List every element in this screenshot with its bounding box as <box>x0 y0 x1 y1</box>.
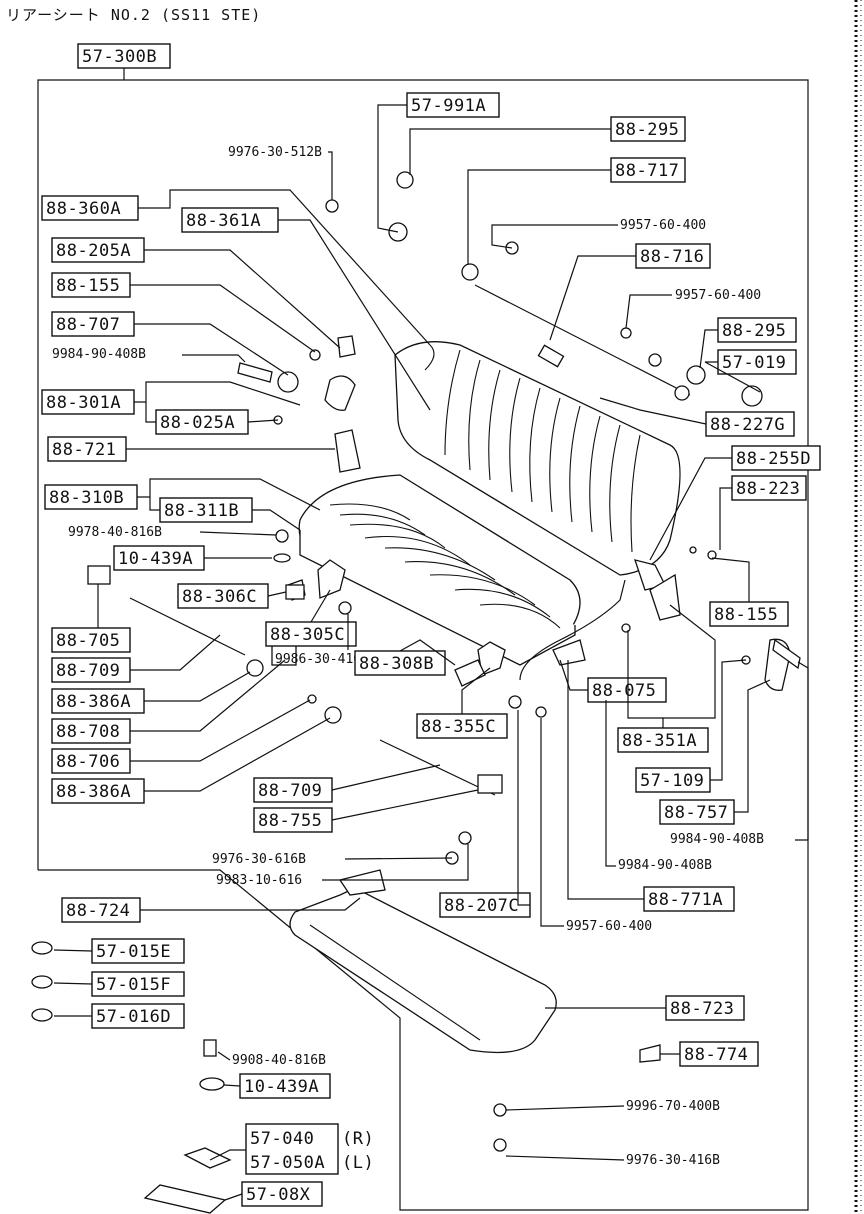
label-suffix-r: (R) <box>342 1129 374 1149</box>
label-57-015E: 57-015E <box>96 942 171 962</box>
label-88-723: 88-723 <box>670 999 734 1019</box>
main-part-number: 57-300B <box>82 47 157 67</box>
label-88-025A: 88-025A <box>160 413 235 433</box>
label-88-351A: 88-351A <box>622 731 697 751</box>
label-88-708: 88-708 <box>56 722 120 742</box>
page-edge-perforation <box>854 0 862 1214</box>
label-9957-60-400-c: 9957-60-400 <box>566 919 652 934</box>
label-9984-90-408B-a: 9984-90-408B <box>52 347 146 362</box>
label-9986-30-410B: 9986-30-410B <box>275 652 369 667</box>
label-57-040: 57-040 <box>250 1129 314 1149</box>
main-assembly-frame: 57-300B <box>37 43 809 1211</box>
label-88-207C: 88-207C <box>444 896 519 916</box>
label-88-205A: 88-205A <box>56 241 131 261</box>
label-88-774: 88-774 <box>684 1045 748 1065</box>
label-88-295-top: 88-295 <box>615 120 679 140</box>
callout-labels: 57-991A 88-295 9976-30-512B 88-717 88-36… <box>41 92 821 1207</box>
label-9976-30-512B: 9976-30-512B <box>228 145 322 160</box>
label-10-439A-lower: 10-439A <box>244 1077 319 1097</box>
label-88-255D: 88-255D <box>736 449 811 469</box>
seat-cushion <box>298 474 581 666</box>
seat-back-cushion <box>394 341 681 576</box>
label-88-755: 88-755 <box>258 811 322 831</box>
label-9984-90-408B-b: 9984-90-408B <box>670 832 764 847</box>
label-88-721: 88-721 <box>52 440 116 460</box>
label-9983-10-616: 9983-10-616 <box>216 873 302 888</box>
small-hardware <box>87 171 801 865</box>
label-9957-60-400-b: 9957-60-400 <box>675 288 761 303</box>
label-57-015F: 57-015F <box>96 975 171 995</box>
label-88-705: 88-705 <box>56 631 120 651</box>
label-88-223: 88-223 <box>736 479 800 499</box>
label-57-019: 57-019 <box>722 353 786 373</box>
label-88-075: 88-075 <box>592 681 656 701</box>
label-88-310B: 88-310B <box>49 488 124 508</box>
label-88-360A: 88-360A <box>46 199 121 219</box>
label-57-016D: 57-016D <box>96 1007 171 1027</box>
label-9984-90-408B-c: 9984-90-408B <box>618 858 712 873</box>
label-88-709-upper: 88-709 <box>56 661 120 681</box>
label-88-706: 88-706 <box>56 752 120 772</box>
label-57-050A: 57-050A <box>250 1153 325 1173</box>
under-cover-plate <box>289 869 661 1152</box>
label-57-991A: 57-991A <box>411 96 486 116</box>
rods <box>129 284 691 796</box>
label-88-771A: 88-771A <box>648 890 723 910</box>
label-88-386A-upper: 88-386A <box>56 692 131 712</box>
label-88-311B: 88-311B <box>164 501 239 521</box>
label-88-707: 88-707 <box>56 315 120 335</box>
label-88-227G: 88-227G <box>710 415 785 435</box>
label-9957-60-400-a: 9957-60-400 <box>620 218 706 233</box>
label-9978-40-816B: 9978-40-816B <box>68 525 162 540</box>
diagram-title: リアーシート NO.2 (SS11 STE) <box>6 6 261 24</box>
label-88-295-right: 88-295 <box>722 321 786 341</box>
label-57-109: 57-109 <box>640 771 704 791</box>
label-10-439A-upper: 10-439A <box>118 549 193 569</box>
label-88-716: 88-716 <box>640 247 704 267</box>
label-9976-30-416B: 9976-30-416B <box>626 1153 720 1168</box>
label-88-301A: 88-301A <box>46 393 121 413</box>
label-88-155-left: 88-155 <box>56 276 120 296</box>
label-88-757: 88-757 <box>664 803 728 823</box>
label-88-155-right: 88-155 <box>714 605 778 625</box>
label-88-355C: 88-355C <box>421 717 496 737</box>
label-9908-40-816B: 9908-40-816B <box>232 1053 326 1068</box>
label-88-361A: 88-361A <box>186 211 261 231</box>
label-9976-30-616B: 9976-30-616B <box>212 852 306 867</box>
label-88-305C: 88-305C <box>270 625 345 645</box>
label-88-386A-lower: 88-386A <box>56 782 131 802</box>
label-88-724: 88-724 <box>66 901 130 921</box>
label-88-306C: 88-306C <box>182 587 257 607</box>
label-suffix-l: (L) <box>342 1153 374 1173</box>
seat-brackets <box>287 335 681 676</box>
label-88-308B: 88-308B <box>359 654 434 674</box>
label-57-08X: 57-08X <box>246 1185 311 1205</box>
label-9996-70-400B: 9996-70-400B <box>626 1099 720 1114</box>
label-88-717: 88-717 <box>615 161 679 181</box>
label-88-709-lower: 88-709 <box>258 781 322 801</box>
loose-parts <box>31 941 232 1214</box>
